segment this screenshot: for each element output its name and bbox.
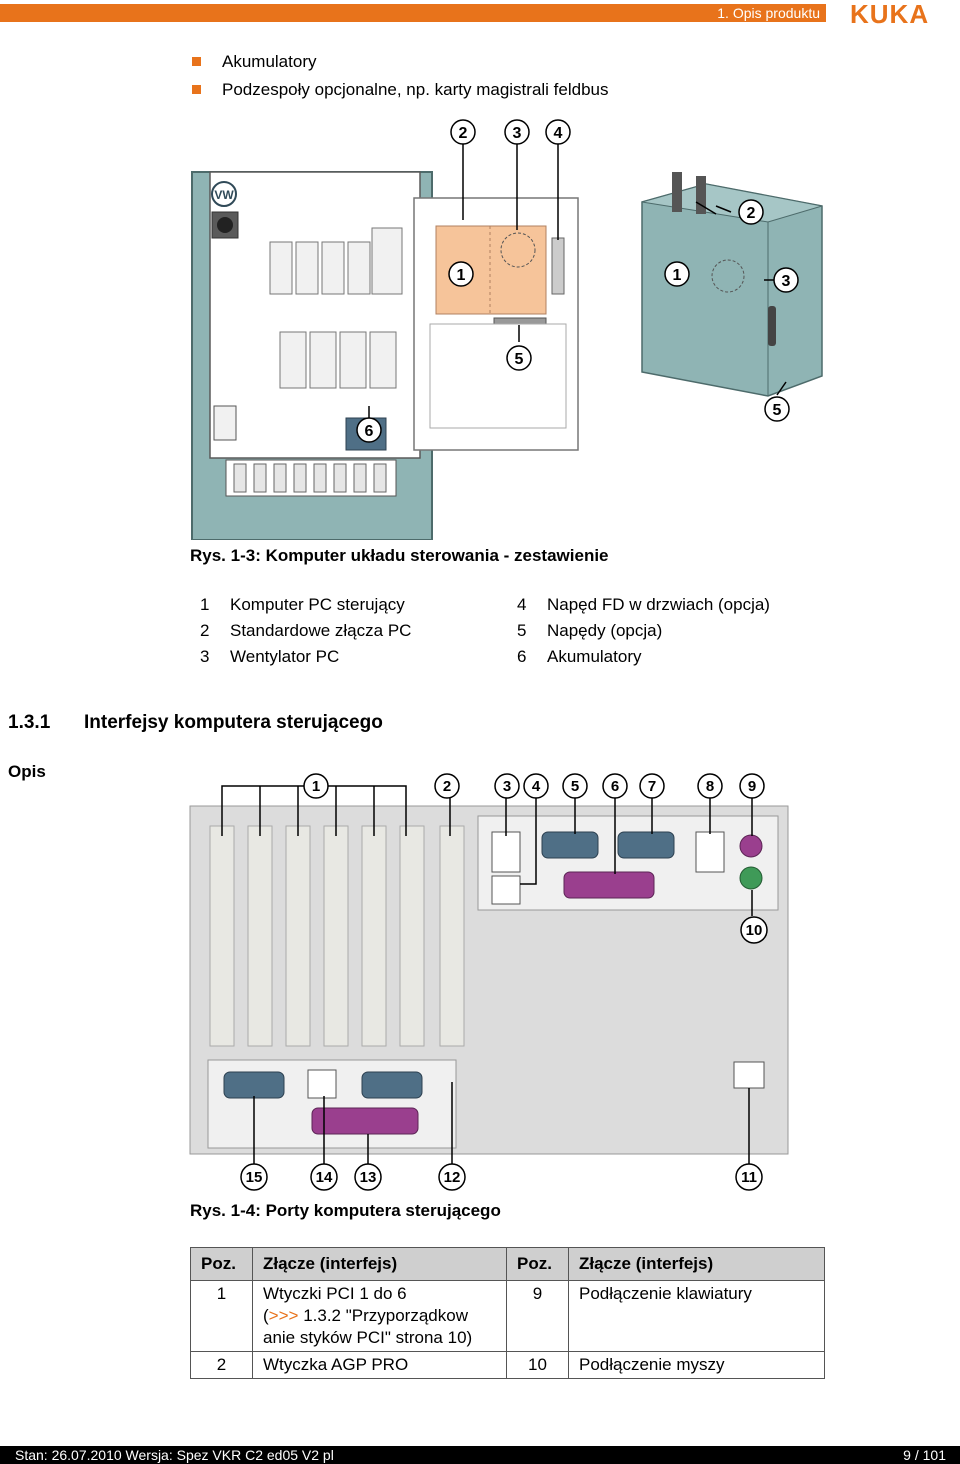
terminal-strip: [225, 459, 397, 497]
figure-cabinet-overview: VW: [191, 119, 823, 540]
header-bar: [0, 4, 826, 22]
kuka-logo-text: KUKA: [850, 0, 929, 26]
port-callout-5: 5: [571, 778, 579, 795]
section-heading: 1.3.1 Interfejsy komputera sterującego: [8, 712, 383, 734]
callout-6: 6: [365, 423, 374, 440]
port-callout-4: 4: [532, 778, 541, 795]
callout-2-pc: 2: [747, 205, 756, 222]
callout-2: 2: [459, 125, 468, 142]
power-connector-icon: [733, 1061, 765, 1089]
port-callout-15: 15: [246, 1169, 263, 1186]
footer-page-number: 9 / 101: [903, 1447, 946, 1463]
callout-5: 5: [515, 351, 524, 368]
table-row: 1 Wtyczki PCI 1 do 6(>>> 1.3.2 "Przyporz…: [190, 1280, 825, 1352]
port-callout-2: 2: [443, 778, 451, 795]
vw-logo-icon: [211, 181, 237, 207]
keyboard-port-icon: [739, 834, 763, 858]
port-callout-3: 3: [503, 778, 511, 795]
table-header: Złącze (interfejs): [568, 1247, 825, 1281]
port-callout-13: 13: [360, 1169, 377, 1186]
table-cell: 1: [190, 1280, 253, 1352]
callout-4: 4: [554, 125, 563, 142]
figure-pc-ports: 1 2 3 4 5 6 7 8 9 10 11 12 13 14 15: [189, 773, 789, 1191]
section-number: 1.3.1: [8, 712, 51, 733]
usb-port-icon: [491, 831, 521, 873]
header-section-title: 1. Opis produktu: [717, 5, 820, 21]
pci-slots: [209, 825, 465, 1047]
footer-version: Stan: 26.07.2010 Wersja: Spez VKR C2 ed0…: [15, 1447, 334, 1463]
pc-fan-icon: [500, 232, 536, 268]
port-callout-7: 7: [648, 778, 656, 795]
breakers-bottom: [279, 331, 397, 389]
port-callout-10: 10: [746, 922, 763, 939]
pc-unit-fan-icon: [711, 259, 745, 293]
port-callout-1: 1: [312, 778, 320, 795]
figure1-caption: Rys. 1-3: Komputer układu sterowania - z…: [190, 546, 609, 565]
door-panel: [429, 323, 567, 429]
callout-1: 1: [457, 267, 466, 284]
mouse-port-icon: [739, 866, 763, 890]
bullet-text: Akumulatory: [222, 52, 317, 71]
bullet-item: Akumulatory: [190, 50, 609, 78]
cable-plug: [696, 176, 706, 214]
lan-port-icon: [491, 875, 521, 905]
cross-reference-link[interactable]: >>>: [268, 1306, 299, 1325]
table-cell: Wtyczka AGP PRO: [252, 1351, 507, 1379]
callout-5-pc: 5: [773, 402, 782, 419]
table-header: Poz.: [506, 1247, 569, 1281]
callout-1-pc: 1: [673, 267, 682, 284]
port-callout-12: 12: [444, 1169, 461, 1186]
side-label: Opis: [8, 762, 46, 781]
pc-unit-handle: [768, 306, 776, 346]
parallel-port-icon: [311, 1107, 419, 1135]
parallel-port-icon: [563, 871, 655, 899]
bullet-item: Podzespoły opcjonalne, np. karty magistr…: [190, 78, 609, 106]
cabinet-interior: [209, 171, 421, 459]
com-port-icon: [223, 1071, 285, 1099]
port-callout-8: 8: [706, 778, 714, 795]
kuka-logo: KUKA: [850, 0, 929, 26]
callout-3-pc: 3: [782, 273, 791, 290]
table-row: 2 Wtyczka AGP PRO 10 Podłączenie myszy: [190, 1351, 825, 1379]
table-cell: 9: [506, 1280, 569, 1352]
port-callout-11: 11: [741, 1169, 757, 1186]
table-cell: 2: [190, 1351, 253, 1379]
bullet-text: Podzespoły opcjonalne, np. karty magistr…: [222, 80, 609, 99]
table-cell: Podłączenie myszy: [568, 1351, 825, 1379]
table-header: Złącze (interfejs): [252, 1247, 507, 1281]
port-callout-14: 14: [316, 1169, 333, 1186]
bullet-square-icon: [192, 85, 201, 94]
port-callout-9: 9: [748, 778, 756, 795]
section-title: Interfejsy komputera sterującego: [84, 712, 383, 733]
port-callout-6: 6: [611, 778, 619, 795]
callout-3: 3: [513, 125, 522, 142]
figure2-caption: Rys. 1-4: Porty komputera sterującego: [190, 1201, 501, 1220]
svg-text:VW: VW: [214, 188, 234, 202]
bullet-list: Akumulatory Podzespoły opcjonalne, np. k…: [190, 50, 609, 106]
cable-plug: [672, 172, 682, 212]
com-port-icon: [617, 831, 675, 859]
table-header: Poz.: [190, 1247, 253, 1281]
table-cell: Wtyczki PCI 1 do 6(>>> 1.3.2 "Przyporząd…: [252, 1280, 507, 1352]
breakers-top: [269, 227, 403, 295]
network-jack-icon: [213, 405, 237, 441]
com-port-icon: [541, 831, 599, 859]
table-cell: Podłączenie klawiatury: [568, 1280, 825, 1352]
lan-port-icon: [307, 1069, 337, 1099]
com-port-icon: [361, 1071, 423, 1099]
usb-port-icon: [695, 831, 725, 873]
bullet-square-icon: [192, 57, 201, 66]
table-cell: 10: [506, 1351, 569, 1379]
ports-table: Poz. Złącze (interfejs) Poz. Złącze (int…: [190, 1247, 825, 1379]
table-header-row: Poz. Złącze (interfejs) Poz. Złącze (int…: [190, 1247, 825, 1281]
footer-bar: Stan: 26.07.2010 Wersja: Spez VKR C2 ed0…: [0, 1446, 960, 1464]
